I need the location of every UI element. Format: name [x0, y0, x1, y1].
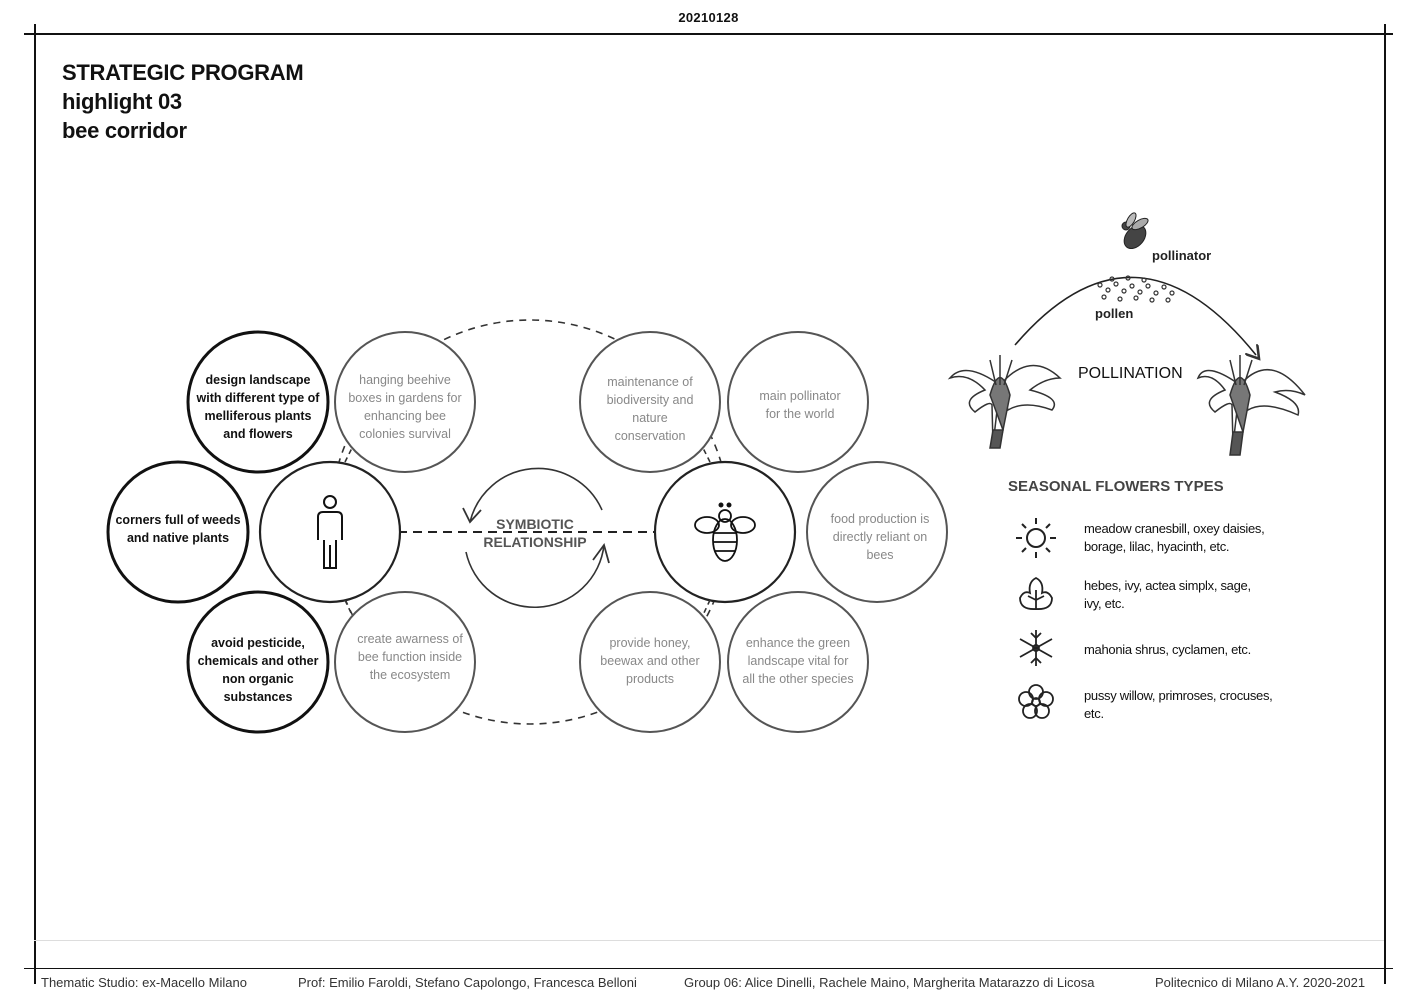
- sun-icon: [1016, 518, 1056, 558]
- season-item-1-line-1: meadow cranesbill, oxey daisies,: [1084, 520, 1264, 538]
- human-benefit-text-2: create awarness of bee function inside t…: [357, 632, 463, 682]
- flower-icon: [1019, 685, 1053, 718]
- flower-right-icon: [1198, 355, 1305, 455]
- pollination-title: POLLINATION: [1078, 365, 1183, 382]
- human-action-3-line-1: avoid pesticide,: [211, 636, 305, 650]
- footer-school: Politecnico di Milano A.Y. 2020-2021: [1155, 975, 1365, 990]
- human-benefit-1-line-2: boxes in gardens for: [348, 391, 461, 405]
- human-benefit-1-line-1: hanging beehive: [359, 373, 451, 387]
- bee-role-2-line-3: bees: [866, 548, 893, 562]
- human-action-2-line-1: corners full of weeds: [115, 513, 240, 527]
- footer-profs: Prof: Emilio Faroldi, Stefano Capolongo,…: [298, 975, 637, 990]
- season-item-4-line-2: etc.: [1084, 705, 1272, 723]
- bee-benefit-1-line-1: maintenance of: [607, 375, 693, 389]
- human-action-3-line-4: substances: [224, 690, 293, 704]
- snowflake-icon: [1020, 630, 1052, 666]
- footer-studio: Thematic Studio: ex-Macello Milano: [41, 975, 247, 990]
- season-item-3: mahonia shrus, cyclamen, etc.: [1084, 641, 1251, 659]
- bee-role-3-line-3: all the other species: [742, 672, 853, 686]
- season-item-4-line-1: pussy willow, primroses, crocuses,: [1084, 687, 1272, 705]
- human-action-1-line-3: melliferous plants: [205, 409, 312, 423]
- bee-role-text-3: enhance the green landscape vital for al…: [742, 636, 853, 686]
- human-action-1-line-2: with different type of: [196, 391, 321, 405]
- human-benefit-2-line-2: bee function inside: [358, 650, 462, 664]
- human-circle: [260, 462, 400, 602]
- bee-role-1-line-1: main pollinator: [759, 389, 840, 403]
- human-benefit-2-line-3: the ecosystem: [370, 668, 451, 682]
- symbiotic-label-2: RELATIONSHIP: [483, 534, 586, 550]
- human-benefit-1-line-4: colonies survival: [359, 427, 451, 441]
- season-item-2: hebes, ivy, actea simplx, sage, ivy, etc…: [1084, 577, 1251, 613]
- bee-role-3-line-2: landscape vital for: [748, 654, 849, 668]
- human-action-1-line-4: and flowers: [223, 427, 293, 441]
- bee-role-3-line-1: enhance the green: [746, 636, 850, 650]
- leaf-icon: [1020, 578, 1052, 609]
- bee-benefit-2-line-3: products: [626, 672, 674, 686]
- bee-role-2-line-1: food production is: [831, 512, 930, 526]
- symbiotic-arc-top: [470, 468, 602, 522]
- flower-left-icon: [950, 355, 1060, 448]
- symbiotic-arc-bottom: [466, 545, 604, 607]
- dash-link-1: [345, 448, 352, 462]
- human-benefit-2-line-1: create awarness of: [357, 632, 463, 646]
- pollen-label: pollen: [1095, 306, 1133, 321]
- seasonal-title: SEASONAL FLOWERS TYPES: [1008, 478, 1224, 495]
- season-item-1-line-2: borage, lilac, hyacinth, etc.: [1084, 538, 1264, 556]
- flying-bee-icon: [1120, 211, 1151, 252]
- bee-benefit-1-line-4: conservation: [615, 429, 686, 443]
- dash-link-3: [703, 448, 710, 462]
- season-item-1: meadow cranesbill, oxey daisies, borage,…: [1084, 520, 1264, 556]
- human-action-2-line-2: and native plants: [127, 531, 229, 545]
- bee-benefit-2-line-2: beewax and other: [600, 654, 699, 668]
- symbiotic-label-1: SYMBIOTIC: [496, 516, 574, 532]
- season-item-3-line-1: mahonia shrus, cyclamen, etc.: [1084, 641, 1251, 659]
- human-action-3-line-3: non organic: [222, 672, 294, 686]
- bee-benefit-1-line-3: nature: [632, 411, 667, 425]
- human-benefit-1-line-3: enhancing bee: [364, 409, 446, 423]
- bee-circle: [655, 462, 795, 602]
- bee-benefit-1-line-2: biodiversity and: [607, 393, 694, 407]
- bee-benefit-2-line-1: provide honey,: [609, 636, 690, 650]
- bee-role-1-line-2: for the world: [766, 407, 835, 421]
- season-item-2-line-2: ivy, etc.: [1084, 595, 1251, 613]
- human-action-3-line-2: chemicals and other: [198, 654, 319, 668]
- season-item-4: pussy willow, primroses, crocuses, etc.: [1084, 687, 1272, 723]
- season-item-2-line-1: hebes, ivy, actea simplx, sage,: [1084, 577, 1251, 595]
- footer-group: Group 06: Alice Dinelli, Rachele Maino, …: [684, 975, 1094, 990]
- pollinator-label: pollinator: [1152, 248, 1211, 263]
- bee-role-2-line-2: directly reliant on: [833, 530, 928, 544]
- pollination-arc: [1015, 277, 1256, 355]
- human-action-1-line-1: design landscape: [206, 373, 311, 387]
